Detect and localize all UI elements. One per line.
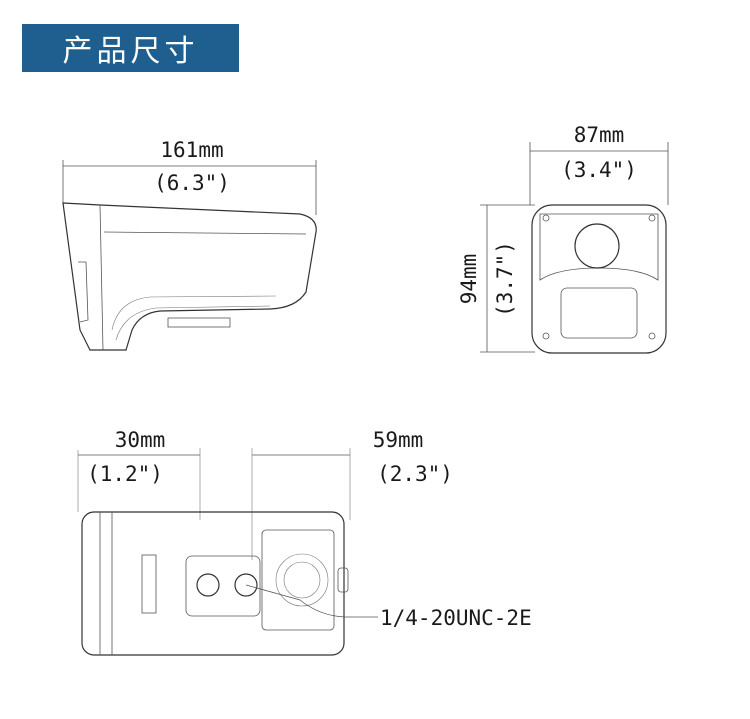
bracket-curve-inner [115, 305, 271, 341]
mount-plate [185, 555, 261, 617]
section-title: 产品尺寸 [22, 24, 239, 72]
screw-icon [648, 214, 656, 222]
screw-icon [542, 332, 550, 340]
speaker-panel [261, 529, 335, 631]
housing-side-detail [78, 261, 89, 323]
side-width-mm: 161mm [160, 138, 223, 162]
front-height-in: (3.7") [493, 241, 517, 317]
bottom-left-in: (1.2") [87, 462, 163, 486]
front-width-in: (3.4") [561, 158, 637, 182]
thread-leader-line [245, 584, 378, 618]
front-width-mm: 87mm [574, 123, 625, 147]
camera-housing-outline [62, 202, 317, 351]
screw-icon [542, 214, 550, 222]
housing-edge [103, 231, 307, 235]
ir-window [560, 287, 638, 339]
housing-seam [99, 204, 104, 351]
front-housing-outline [531, 204, 667, 354]
bottom-right-mm: 59mm [373, 428, 424, 452]
side-width-in: (6.3") [154, 171, 230, 195]
bracket-curve [111, 295, 277, 331]
speaker-grille-icon [275, 553, 329, 607]
screw-hole-icon [196, 573, 220, 597]
bottom-right-in: (2.3") [377, 462, 453, 486]
label-plate [141, 554, 157, 614]
speaker-grille-inner [283, 561, 321, 599]
screw-icon [648, 332, 656, 340]
front-view: 87mm (3.4") 94mm (3.7") [457, 123, 669, 354]
lens-icon [574, 223, 620, 269]
bottom-left-mm: 30mm [115, 428, 166, 452]
front-height-mm: 94mm [457, 254, 481, 305]
side-port [337, 567, 349, 593]
mount-base [167, 317, 231, 328]
side-view: 161mm (6.3") [62, 138, 317, 351]
bottom-view: 30mm (1.2") 59mm (2.3") 1/4-20UNC-2E [77, 428, 532, 656]
bottom-housing-outline [81, 511, 345, 656]
screw-hole-icon [234, 573, 258, 597]
thread-label: 1/4-20UNC-2E [380, 606, 532, 630]
